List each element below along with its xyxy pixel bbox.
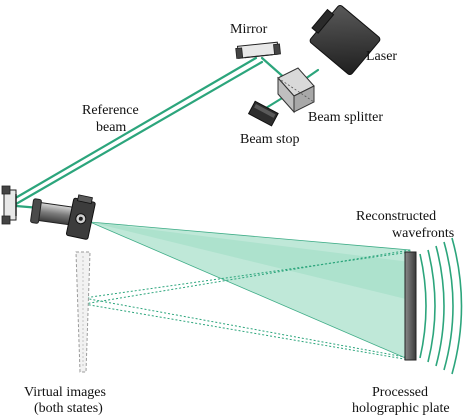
holographic-plate-label-line1: Processed [372, 385, 428, 400]
reconstructed-wavefronts [419, 237, 463, 375]
laser-icon [309, 4, 381, 76]
virtual-images-label-line1: Virtual images [24, 385, 106, 400]
spatial-filter-icon [65, 194, 96, 240]
virtual-image-icon [75, 251, 91, 373]
reference-beam-label-line1: Reference [82, 103, 139, 118]
beam-stop-icon [247, 100, 279, 127]
holographic-plate-label-line2: holographic plate [352, 401, 450, 415]
beam-splitter-label: Beam splitter [308, 110, 383, 125]
beam-splitter-icon [277, 67, 315, 114]
reconstructed-label-line1: Reconstructed [356, 209, 436, 224]
reference-beam-label-line2: beam [96, 120, 126, 135]
mirror-label: Mirror [230, 22, 268, 37]
beam-expander-icon [30, 198, 74, 226]
reconstructed-label-line2: wavefronts [392, 226, 454, 241]
virtual-image-rays [83, 249, 411, 361]
mirror-icon [235, 41, 281, 59]
holographic-plate-icon [404, 251, 417, 361]
virtual-images-label-line2: (both states) [34, 401, 103, 415]
illumination-beam-inner [90, 222, 410, 300]
left-mirror-icon [1, 185, 17, 225]
beam-stop-label: Beam stop [240, 132, 300, 147]
laser-label: Laser [366, 49, 397, 64]
